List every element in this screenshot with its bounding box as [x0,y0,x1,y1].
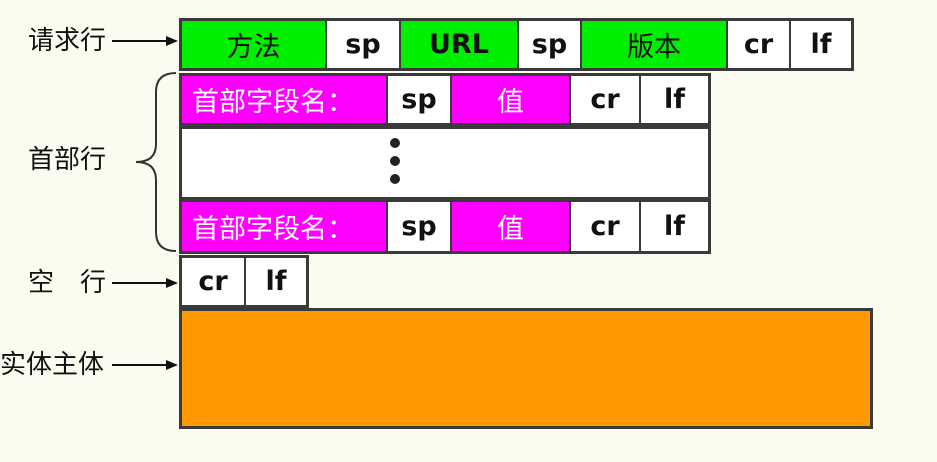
blank-line-arrow-icon [112,278,178,288]
lf-cell: lf [641,202,708,251]
blank-line-label: 空 行 [28,268,107,298]
lf-cell: lf [791,21,851,68]
entity-body-arrow-icon [112,360,178,370]
header-line-row: 首部字段名： sp 值 cr lf [179,73,711,126]
sp-cell: sp [519,21,582,68]
header-lines-label: 首部行 [28,145,107,175]
header-brace-icon [135,72,177,252]
lf-cell: lf [641,76,708,123]
ellipsis-dot [390,138,400,148]
sp-cell: sp [388,76,452,123]
ellipsis-dot [390,174,400,184]
header-field-name-cell: 首部字段名： [182,76,388,123]
request-line-row: 方法 sp URL sp 版本 cr lf [179,18,854,71]
entity-body-box [179,308,873,429]
lf-cell: lf [246,258,306,305]
version-cell: 版本 [582,21,728,68]
cr-cell: cr [728,21,791,68]
sp-cell: sp [327,21,401,68]
entity-body-label: 实体主体 [0,350,105,380]
ellipsis-dot [390,156,400,166]
sp-cell: sp [388,202,452,251]
cr-cell: cr [571,76,641,123]
header-field-name-cell: 首部字段名： [182,202,388,251]
header-line-row: 首部字段名： sp 值 cr lf [179,199,711,254]
cr-cell: cr [571,202,641,251]
request-line-arrow-icon [112,36,178,46]
more-headers-box [179,126,711,200]
header-value-cell: 值 [452,76,571,123]
header-value-cell: 值 [452,202,571,251]
url-cell: URL [401,21,519,68]
method-cell: 方法 [182,21,327,68]
request-line-label: 请求行 [28,26,107,56]
cr-cell: cr [182,258,246,305]
blank-line-row: cr lf [179,255,309,308]
